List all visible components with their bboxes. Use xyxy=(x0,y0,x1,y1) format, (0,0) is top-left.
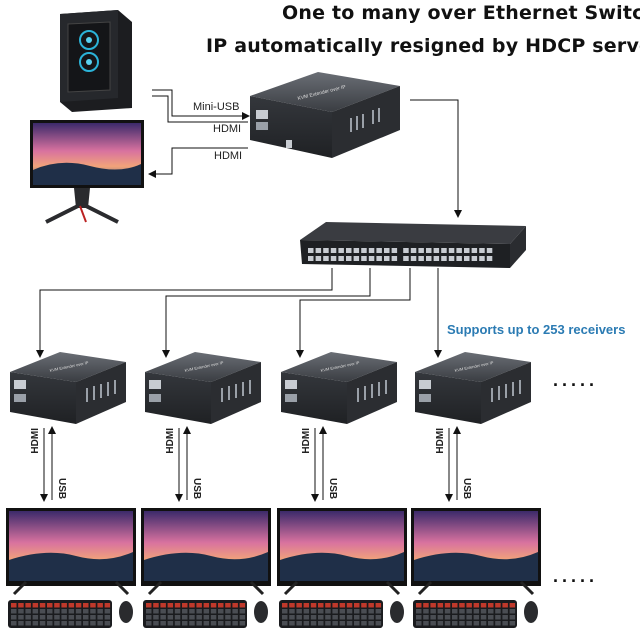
page-subtitle: IP automatically resigned by HDCP server xyxy=(206,35,640,57)
hdmi-link-label: HDMI xyxy=(30,428,41,454)
uplink-cable xyxy=(410,99,462,218)
source-cables xyxy=(148,89,250,178)
mouse-icon xyxy=(390,601,404,623)
kvm-receiver-icon: KVM Extender over IP xyxy=(281,352,397,424)
keyboard-icon xyxy=(413,600,517,628)
monitor-icon xyxy=(6,508,136,596)
more-stations-indicator: ..... xyxy=(553,566,599,586)
keyboard-icon xyxy=(143,600,247,628)
monitor-icon xyxy=(277,508,407,596)
hdmi-in-label: HDMI xyxy=(213,123,242,135)
receiver-cables xyxy=(175,426,191,502)
hdmi-out-label: HDMI xyxy=(214,150,243,162)
monitor-icon xyxy=(30,120,144,224)
mini-usb-label: Mini-USB xyxy=(193,101,240,113)
kvm-receiver-icon: KVM Extender over IP xyxy=(10,352,126,424)
mouse-icon xyxy=(254,601,268,623)
pc-tower-icon xyxy=(60,10,132,112)
usb-link-label: USB xyxy=(191,478,202,500)
receiver-capacity-note: Supports up to 253 receivers xyxy=(447,322,626,337)
hdmi-link-label: HDMI xyxy=(301,428,312,454)
kvm-receiver-icon: KVM Extender over IP xyxy=(415,352,531,424)
receiver-cables xyxy=(445,426,461,502)
more-receivers-indicator: ..... xyxy=(553,370,599,390)
monitor-icon xyxy=(411,508,541,596)
kvm-transmitter-icon: KVM Extender over IP xyxy=(250,72,400,158)
usb-link-label: USB xyxy=(461,478,472,500)
network-switch-icon xyxy=(300,222,526,268)
hdmi-link-label: HDMI xyxy=(435,428,446,454)
receiver-cables xyxy=(40,426,56,502)
usb-link-label: USB xyxy=(56,478,67,500)
mouse-icon xyxy=(524,601,538,623)
receiver-cables xyxy=(311,426,327,502)
page-title: One to many over Ethernet Switch xyxy=(282,2,640,24)
keyboard-icon xyxy=(8,600,112,628)
kvm-receiver-icon: KVM Extender over IP xyxy=(145,352,261,424)
downlink-cables xyxy=(36,268,442,358)
mouse-icon xyxy=(119,601,133,623)
keyboard-icon xyxy=(279,600,383,628)
usb-link-label: USB xyxy=(327,478,338,500)
hdmi-link-label: HDMI xyxy=(165,428,176,454)
monitor-icon xyxy=(141,508,271,596)
